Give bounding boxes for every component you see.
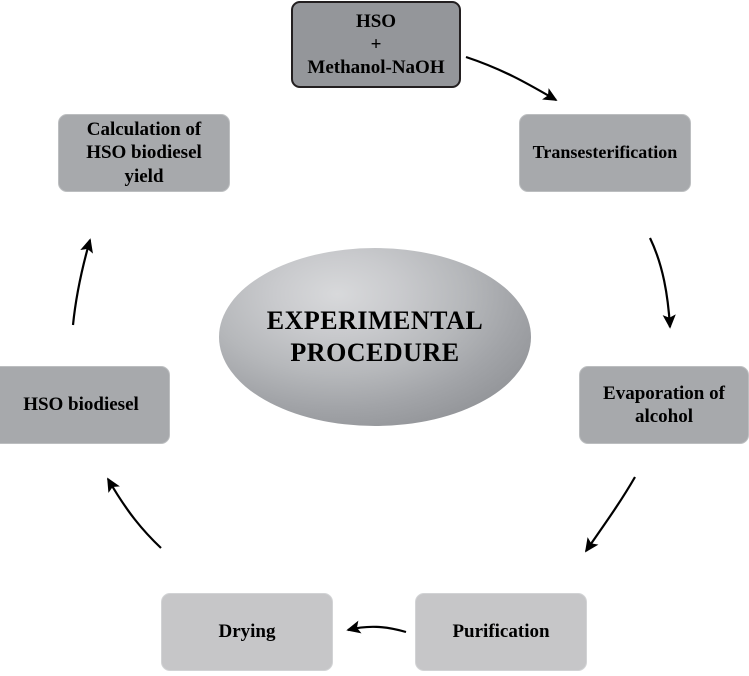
center-ellipse-label: EXPERIMENTAL PROCEDURE	[266, 306, 484, 367]
node-purification[interactable]: Purification	[415, 593, 587, 671]
arrow-feedstock-to-transesterification	[465, 55, 558, 101]
node-drying[interactable]: Drying	[161, 593, 333, 671]
center-ellipse: EXPERIMENTAL PROCEDURE	[219, 248, 531, 426]
node-calculation-of-hso-biodiesel-yield[interactable]: Calculation of HSO biodiesel yield	[58, 114, 230, 192]
node-evaporation-of-alcohol[interactable]: Evaporation of alcohol	[579, 366, 749, 444]
node-transesterification[interactable]: Transesterification	[519, 114, 691, 192]
arrow-drying-to-hso-biodiesel	[107, 477, 162, 549]
arrow-transesterification-to-evaporation	[649, 237, 676, 329]
node-feedstock[interactable]: HSO + Methanol-NaOH	[291, 1, 461, 88]
arrow-purification-to-drying	[346, 620, 407, 634]
arrow-hso-biodiesel-to-calculation	[71, 238, 93, 326]
arrow-evaporation-to-purification	[584, 476, 636, 553]
node-hso-biodiesel[interactable]: HSO biodiesel	[0, 366, 170, 444]
